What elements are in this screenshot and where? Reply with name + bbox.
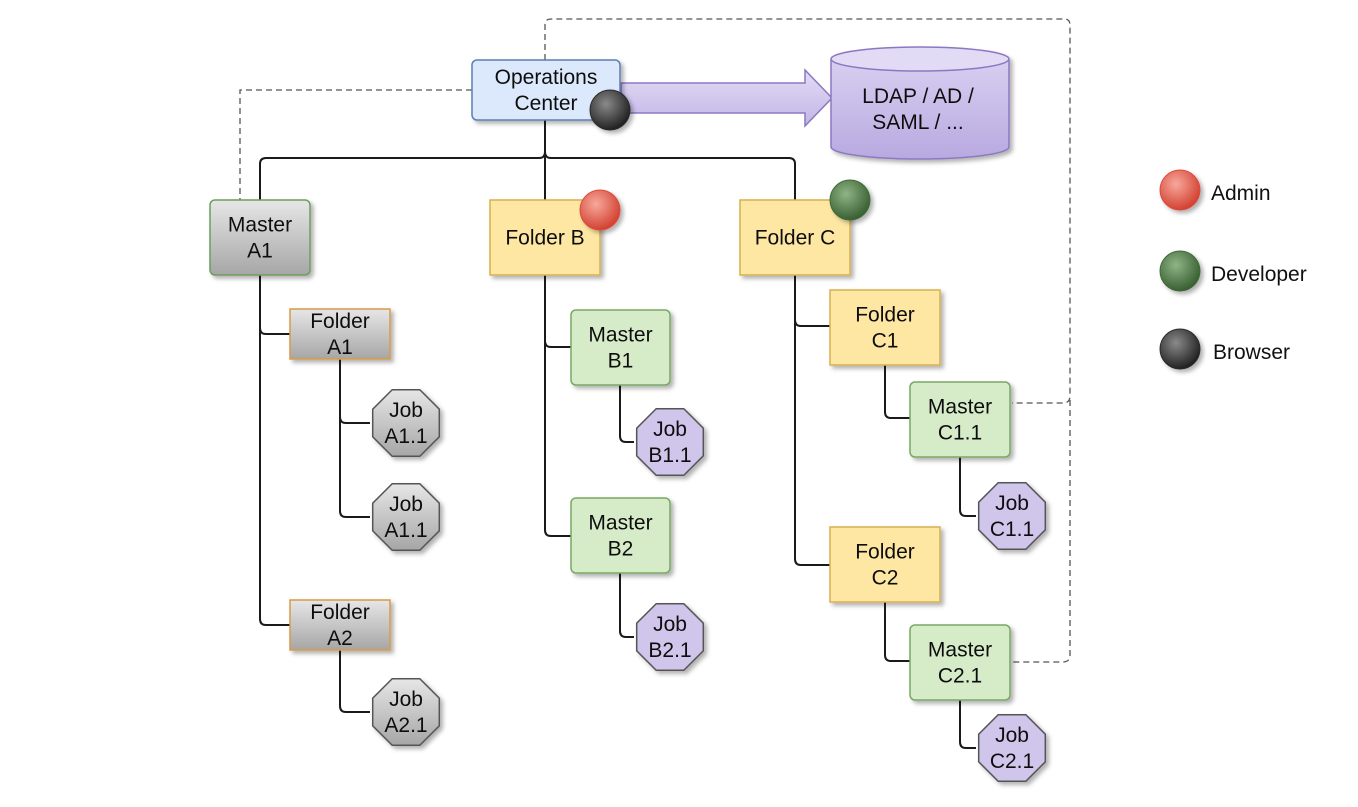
edge-ops-folder-c [544, 151, 796, 200]
folder-b-node: Folder B [489, 199, 601, 276]
folder-c-node: Folder C [739, 199, 851, 276]
ops-browser-badge [589, 89, 631, 131]
legend-admin-label: Admin [1211, 182, 1271, 205]
edge-folder-c2-master-c21 [884, 602, 910, 662]
dashed-links [239, 18, 1071, 663]
edge-master-c11-job-c11 [959, 457, 976, 517]
legend-item-browser: Browser [1159, 328, 1290, 370]
folder-b-node-label: Folder B [505, 227, 584, 250]
edge-folder-a2-job-a21 [339, 650, 370, 713]
edge-master-c21-job-c21 [959, 700, 976, 749]
ldap-label-group: LDAP / AD /SAML / ... [862, 85, 974, 134]
legend-item-developer: Developer [1159, 250, 1307, 292]
edge-folder-c1-master-c11 [884, 365, 910, 419]
edge-folder-c-folder-c2 [794, 275, 830, 566]
edge-master-b1-job-b11 [619, 385, 634, 443]
edge-folder-a1-job-a11b [339, 359, 370, 518]
edge-master-b2-job-b21 [619, 573, 634, 638]
folder-c-node-label: Folder C [755, 227, 836, 250]
tree-edges [259, 120, 976, 749]
ldap-database: LDAP / AD /SAML / ... [830, 46, 1010, 160]
dashed-link-ops-master-a1 [239, 89, 472, 200]
legend-developer-label: Developer [1211, 263, 1307, 286]
folder-b-admin-badge [579, 189, 621, 231]
dashed-link-ops-master-c11 [544, 18, 1071, 404]
edge-folder-b-master-b2 [544, 275, 571, 537]
edge-folder-b-master-b1 [544, 340, 571, 348]
dashed-link-ops-master-c21 [1012, 400, 1071, 663]
ldap-database-label: LDAP / AD /SAML / ... [862, 85, 974, 134]
edge-ops-master-a1 [259, 120, 546, 200]
edge-master-a1-folder-a2 [259, 275, 290, 626]
legend-browser-swatch [1159, 328, 1201, 370]
legend-admin-swatch [1159, 169, 1201, 211]
edge-folder-c-folder-c1 [794, 319, 830, 327]
legend-item-admin: Admin [1159, 169, 1271, 211]
edge-master-a1-folder-a1 [259, 327, 290, 335]
folder-c-developer-badge [829, 179, 871, 221]
edge-folder-a1-job-a11a [339, 416, 370, 424]
ldap-arrow [620, 68, 834, 128]
role-badges [579, 89, 871, 231]
legend-developer-swatch [1159, 250, 1201, 292]
legend-browser-label: Browser [1213, 341, 1290, 364]
